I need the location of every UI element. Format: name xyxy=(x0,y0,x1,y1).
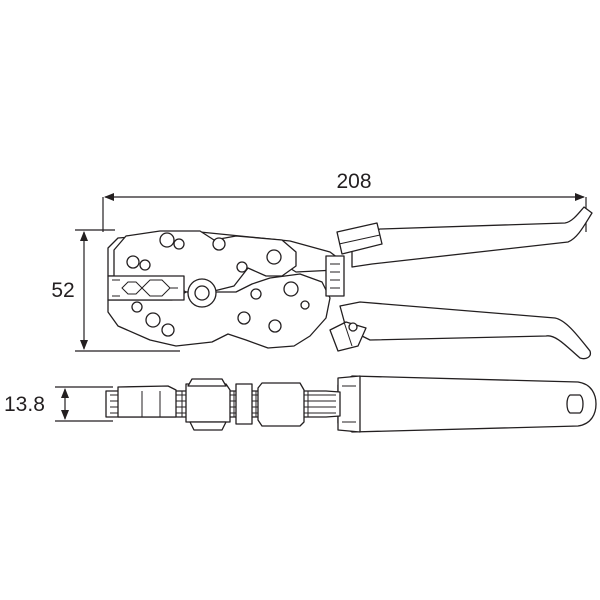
ratchet-block xyxy=(325,255,345,297)
upper-handle-cap xyxy=(336,222,383,255)
sleeve-collar xyxy=(337,375,361,433)
length-dimension: 208 xyxy=(102,170,587,232)
thickness-dimension: 13.8 xyxy=(4,386,113,422)
side-view xyxy=(107,206,593,360)
lower-handle xyxy=(339,301,592,360)
height-dimension: 52 xyxy=(51,229,180,352)
top-view xyxy=(105,375,597,433)
rear-pin-top-view xyxy=(235,383,253,425)
pivot-top-view xyxy=(185,383,231,423)
crimping-die xyxy=(107,275,185,301)
upper-jaw-top-view xyxy=(117,385,177,418)
central-pivot-inner xyxy=(194,285,210,301)
hang-hole xyxy=(566,394,584,414)
upper-handle xyxy=(351,206,593,268)
height-value: 52 xyxy=(51,279,74,302)
length-value: 208 xyxy=(336,170,371,193)
link-top-view xyxy=(187,378,227,387)
rear-plate-top-view xyxy=(257,382,305,427)
rivets xyxy=(126,232,358,337)
thickness-value: 13.8 xyxy=(4,393,45,416)
link-bottom-top-view xyxy=(189,421,227,431)
handle-sleeve xyxy=(337,375,597,433)
lower-handle-cap xyxy=(329,321,367,352)
